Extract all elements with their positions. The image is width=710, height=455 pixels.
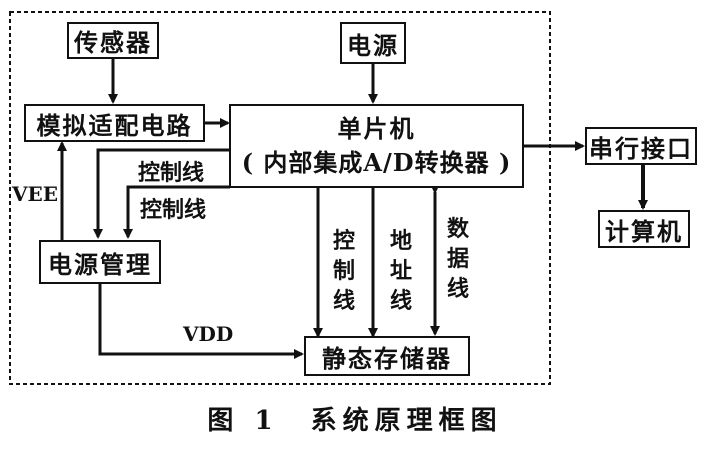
power-label: 电源 [347, 30, 399, 60]
analog-circuit-block: 模拟适配电路 [24, 104, 205, 142]
computer-label: 计算机 [605, 216, 683, 246]
control-line-2-label: 控制线 [140, 197, 207, 223]
mcu-block: 单片机 ( 内部集成A/D转换器 ) [229, 104, 524, 188]
mcu-subtitle: ( 内部集成A/D转换器 ) [241, 148, 512, 177]
serial-interface-block: 串行接口 [585, 127, 697, 165]
control-line-1-arrow [93, 148, 230, 239]
vdd-label: VDD [183, 322, 234, 346]
control-line-1-label: 控制线 [138, 160, 205, 186]
vee-label: VEE [12, 182, 59, 206]
control-line-2-arrow [123, 185, 230, 239]
sensor-label: 传感器 [74, 28, 152, 57]
computer-block: 计算机 [598, 210, 690, 248]
sram-block: 静态存储器 [304, 336, 470, 376]
mcu-title: 单片机 [337, 114, 416, 143]
sensor-block: 传感器 [67, 22, 159, 59]
power-management-block: 电源管理 [39, 240, 161, 284]
figure-caption: 图 1 系统原理框图 [207, 406, 503, 436]
system-boundary [9, 11, 551, 385]
vdd-arrow [98, 283, 304, 359]
bus-address-label: 地址线 [389, 228, 412, 314]
power-management-label: 电源管理 [48, 249, 152, 279]
bus-control-label: 控制线 [332, 228, 355, 314]
analog-circuit-label: 模拟适配电路 [36, 110, 193, 140]
serial-interface-label: 串行接口 [589, 133, 693, 163]
power-block: 电源 [340, 22, 406, 64]
bus-data-label: 数据线 [446, 216, 469, 302]
sram-label: 静态存储器 [322, 343, 452, 373]
